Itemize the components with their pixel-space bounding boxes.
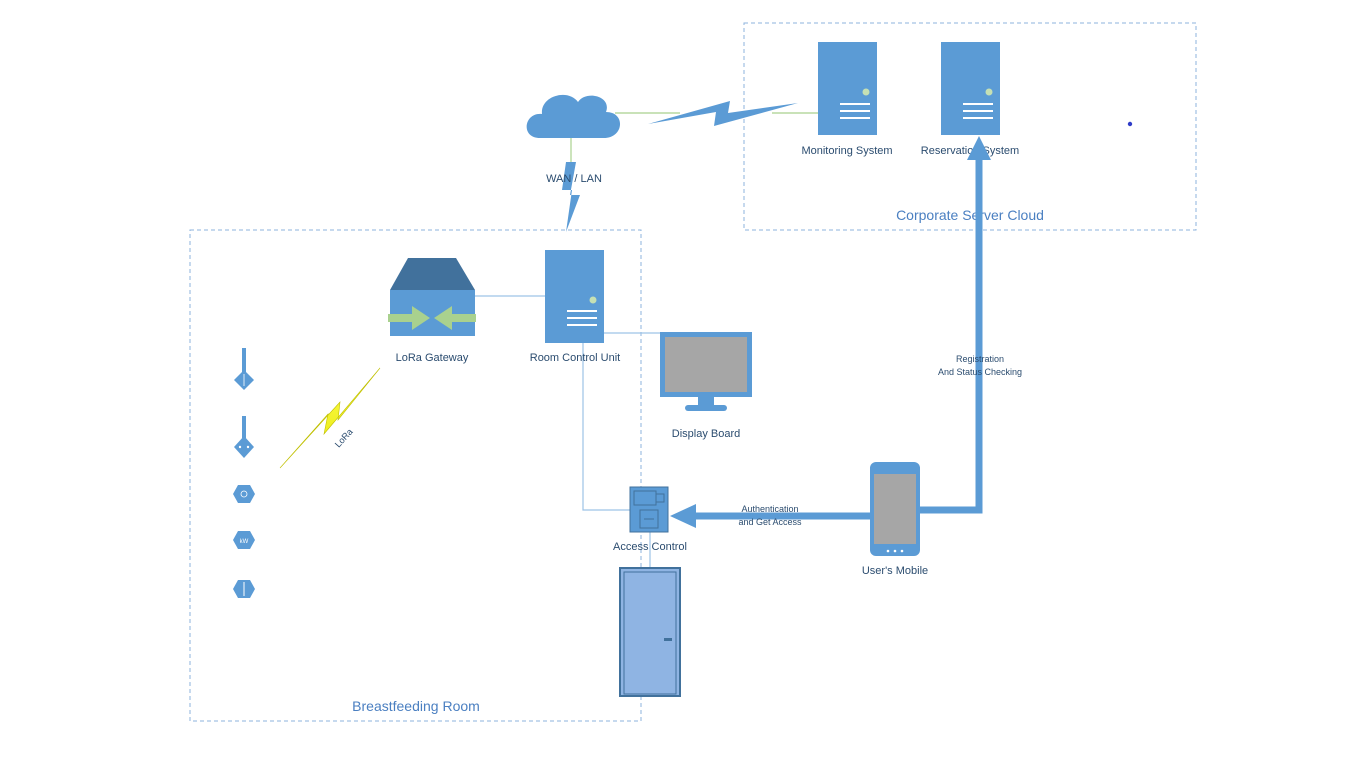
access-control-icon	[629, 486, 669, 533]
connectors	[472, 112, 818, 570]
temperature-sensor-icon	[234, 348, 254, 390]
registration-label-1: Registration	[956, 354, 1004, 364]
authentication-arrow	[670, 504, 870, 528]
room-zone	[189, 229, 642, 722]
room-zone-title: Breastfeeding Room	[352, 698, 480, 714]
cloud-zone	[743, 22, 1197, 231]
humidity-sensor-icon	[234, 416, 254, 458]
mobile-phone-icon	[870, 462, 920, 556]
access-label: Access Control	[613, 541, 687, 553]
svg-text:kW: kW	[240, 539, 249, 545]
wan-link-bolt-icon	[562, 162, 580, 232]
dot-marker	[1127, 121, 1133, 127]
registration-arrow	[920, 136, 991, 514]
auth-label-2: and Get Access	[738, 517, 802, 527]
door-sensor-icon	[233, 580, 255, 598]
light-sensor-icon	[233, 485, 255, 503]
gateway-label: LoRa Gateway	[396, 352, 469, 364]
lora-bolt-icon	[279, 367, 381, 469]
rcu-label: Room Control Unit	[530, 352, 620, 364]
display-label: Display Board	[672, 428, 740, 440]
mobile-label: User's Mobile	[862, 565, 928, 577]
display-monitor-icon	[660, 332, 752, 411]
registration-label-2: And Status Checking	[938, 367, 1022, 377]
lora-gateway-icon	[388, 258, 476, 336]
cloud-link-bolt-icon	[648, 101, 798, 126]
auth-label-1: Authentication	[741, 504, 798, 514]
door-icon	[619, 567, 681, 697]
wan-cloud-icon	[526, 94, 621, 138]
monitoring-server-icon	[818, 42, 877, 135]
reservation-label: Reservation System	[921, 145, 1019, 157]
cloud-zone-title: Corporate Server Cloud	[896, 207, 1044, 223]
reservation-server-icon	[941, 42, 1000, 135]
power-meter-icon: kW	[233, 531, 255, 549]
wan-label: WAN / LAN	[546, 173, 602, 185]
room-control-unit-icon	[545, 250, 604, 343]
lora-link-label: LoRa	[333, 427, 355, 450]
monitoring-label: Monitoring System	[801, 145, 892, 157]
